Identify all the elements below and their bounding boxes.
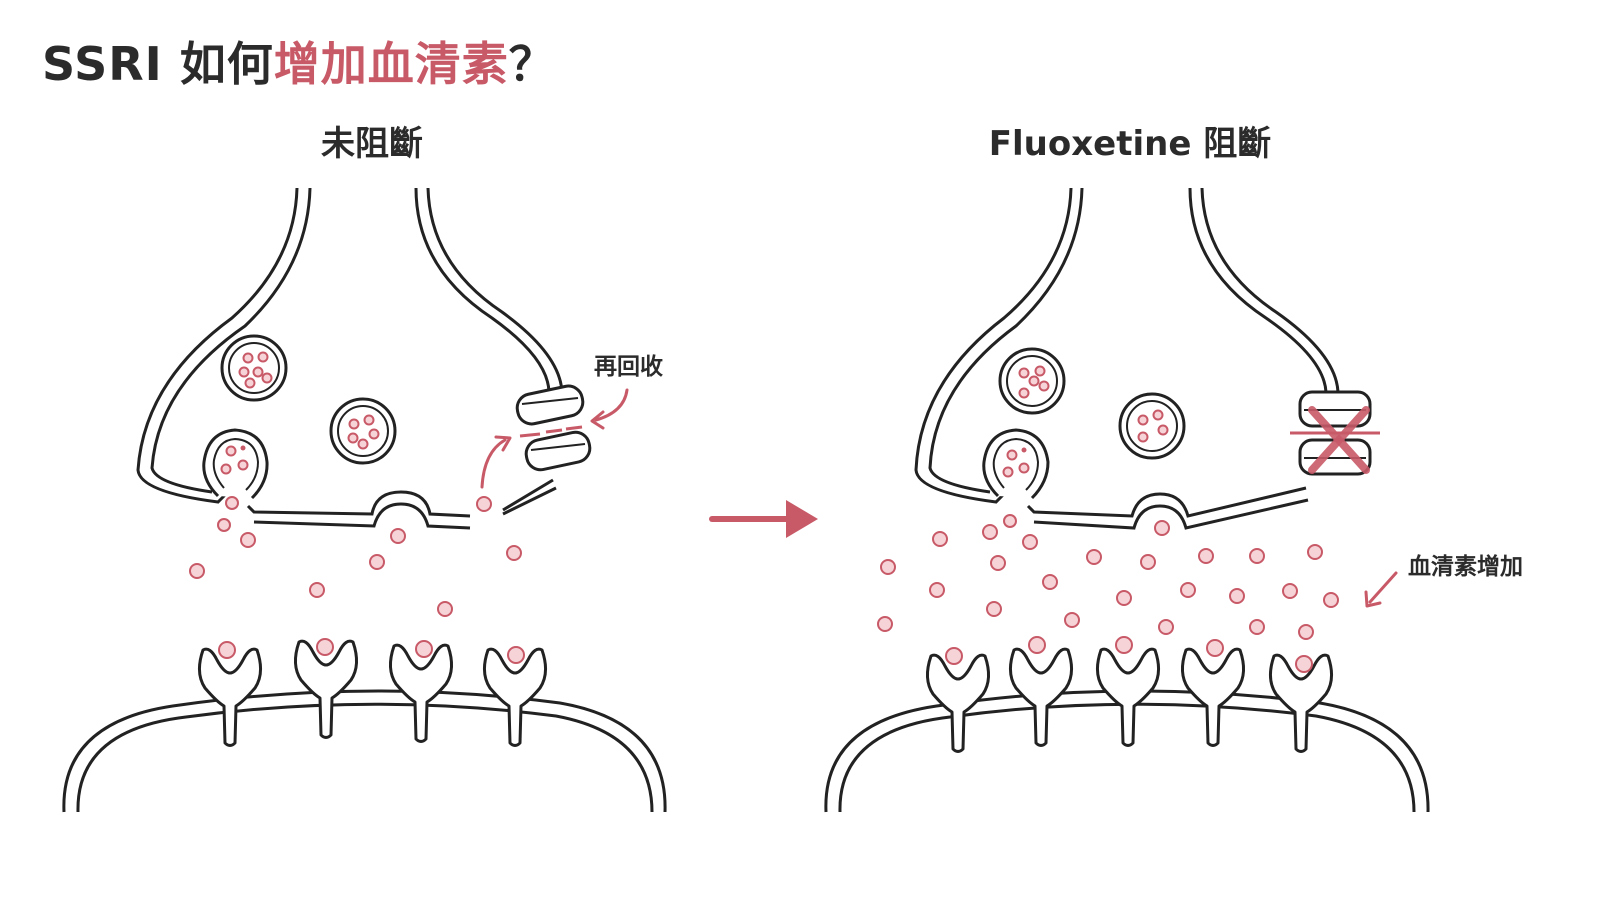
title-highlight: 增加血清素 xyxy=(273,37,509,91)
title-suffix: ？ xyxy=(508,37,556,91)
presynaptic-neuron-right xyxy=(914,187,1340,530)
vesicle-releasing xyxy=(982,428,1050,500)
serotonin-molecules-left xyxy=(189,496,522,617)
serotonin-molecules-right xyxy=(877,514,1339,640)
receptors-right xyxy=(925,636,1334,753)
receptors-left xyxy=(197,638,548,747)
panel-heading-unblocked: 未阻斷 xyxy=(321,124,423,164)
postsynaptic-neuron-left xyxy=(62,689,667,813)
increase-arrow xyxy=(1364,571,1398,608)
panel-heading-blocked: Fluoxetine 阻斷 xyxy=(988,124,1272,164)
reuptake-arrows xyxy=(480,388,629,489)
page-title: SSRI 如何增加血清素？ xyxy=(42,28,556,94)
transition-arrow xyxy=(709,500,818,538)
vesicle xyxy=(220,334,288,402)
vesicle xyxy=(329,397,397,465)
vesicle xyxy=(998,347,1066,415)
reuptake-label: 再回收 xyxy=(594,354,663,380)
block-x-icon xyxy=(1308,406,1370,474)
vesicle xyxy=(1118,392,1186,460)
serotonin-increase-label: 血清素增加 xyxy=(1408,554,1523,580)
title-prefix: SSRI 如何 xyxy=(42,37,274,91)
presynaptic-neuron-left xyxy=(136,187,564,530)
reuptake-transporter-left xyxy=(515,384,592,472)
vesicle-releasing xyxy=(202,428,269,500)
